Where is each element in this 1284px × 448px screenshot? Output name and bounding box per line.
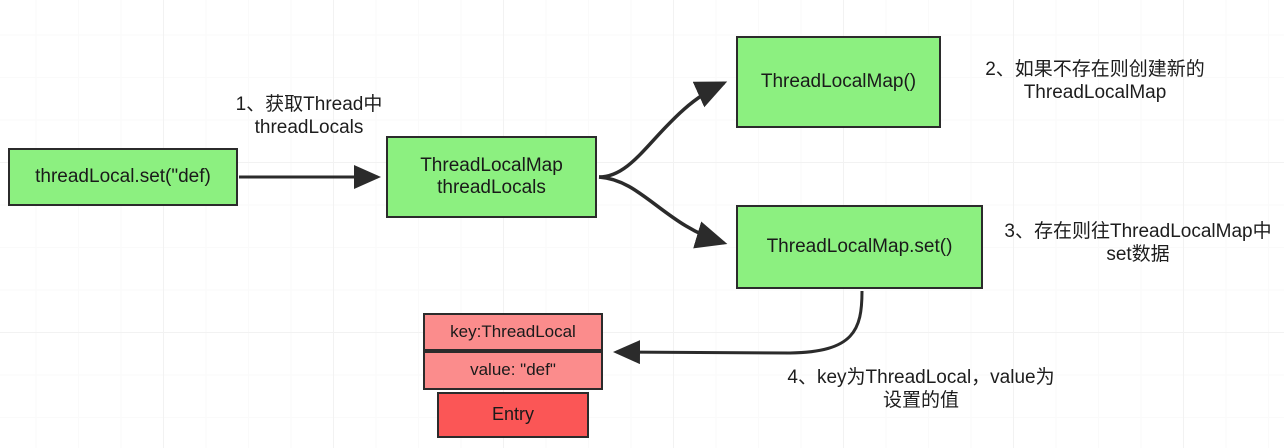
label-step-1: 1、获取Thread中 threadLocals bbox=[235, 94, 383, 139]
label-step-4: 4、key为ThreadLocal，value为 设置的值 bbox=[787, 367, 1055, 412]
label-step-2: 2、如果不存在则创建新的 ThreadLocalMap bbox=[985, 59, 1205, 104]
node-entry-value[interactable]: value: "def" bbox=[423, 351, 603, 390]
edge-map-set-to-entry bbox=[613, 290, 864, 365]
node-entry[interactable]: Entry bbox=[437, 392, 589, 438]
edge-threadlocals-to-map-set bbox=[598, 175, 728, 249]
node-entry-key[interactable]: key:ThreadLocal bbox=[423, 313, 603, 351]
node-threadlocalmap-set[interactable]: ThreadLocalMap.set() bbox=[736, 205, 983, 289]
label-step-3: 3、存在则往ThreadLocalMap中 set数据 bbox=[1004, 221, 1272, 266]
node-threadlocalmap-constructor[interactable]: ThreadLocalMap() bbox=[736, 36, 941, 128]
edge-threadlocals-to-map-ctor bbox=[598, 81, 728, 179]
node-threadlocal-set[interactable]: threadLocal.set("def) bbox=[8, 148, 238, 206]
node-threadlocalmap-threadlocals[interactable]: ThreadLocalMap threadLocals bbox=[386, 136, 597, 218]
